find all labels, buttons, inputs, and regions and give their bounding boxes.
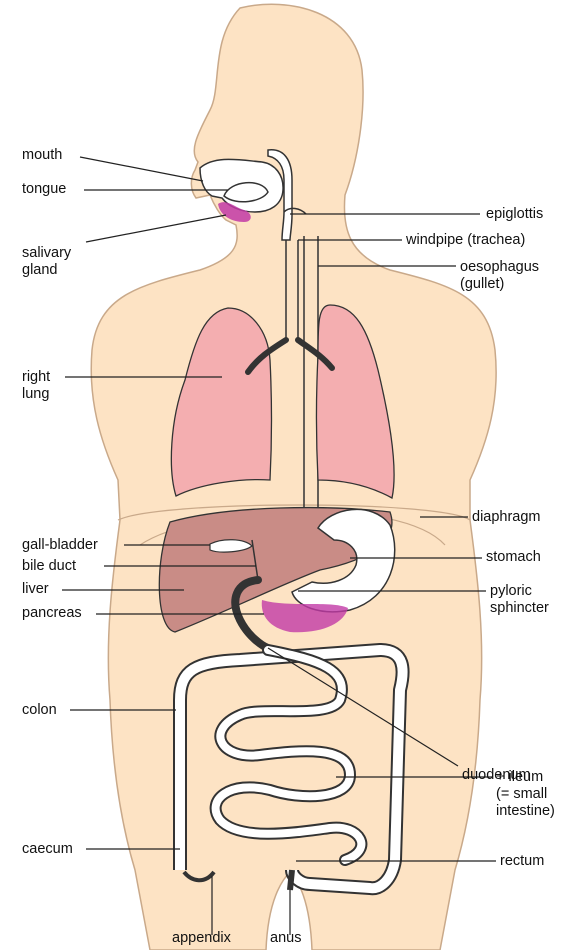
label-colon: colon [22,702,57,718]
label-oesophagus: oesophagus (gullet) [460,259,540,292]
label-gall-bladder: gall-bladder [22,537,98,553]
tongue-shape [223,181,269,203]
label-anus: anus [270,930,302,946]
leader-mouth [79,156,204,182]
leader-salivary [85,214,227,243]
body-silhouette [90,3,497,950]
label-ileum: + ileum (= small intestine) [496,769,555,819]
rectum-shape [287,869,295,891]
small-intestine-inner [211,646,366,864]
label-bile-duct: bile duct [22,558,77,574]
label-salivary-gland: salivary gland [22,245,72,278]
pharynx [267,149,293,241]
torso-contour [117,504,471,521]
label-diaphragm: diaphragm [472,509,541,525]
label-windpipe: windpipe (trachea) [406,232,526,248]
bronchi [245,337,335,375]
label-caecum: caecum [22,841,73,857]
duodenum-shape [231,576,272,652]
right-lung-shape [170,307,273,497]
label-epiglottis: epiglottis [486,206,544,222]
epiglottis-flap [283,207,307,215]
trachea-tube [285,240,299,340]
leader-lines [62,156,496,935]
label-pancreas: pancreas [22,605,82,621]
label-liver: liver [22,581,49,597]
pancreas-shape [261,600,348,633]
leader-duodenum [267,647,459,767]
label-duodenum: duodenum [462,767,531,783]
gall-bladder-shape [209,539,253,553]
salivary-gland-shape [218,202,251,222]
label-tongue: tongue [22,181,67,197]
label-rectum: rectum [500,853,545,869]
label-mouth: mouth [22,147,63,163]
label-pyloric-sphincter: pyloric sphincter [490,583,549,616]
label-appendix: appendix [172,930,231,946]
appendix-shape [182,870,216,883]
label-right-lung: right lung [22,369,51,402]
colon-shape-inner [175,645,408,894]
bile-duct-shape [251,539,259,581]
label-stomach: stomach [486,549,541,565]
